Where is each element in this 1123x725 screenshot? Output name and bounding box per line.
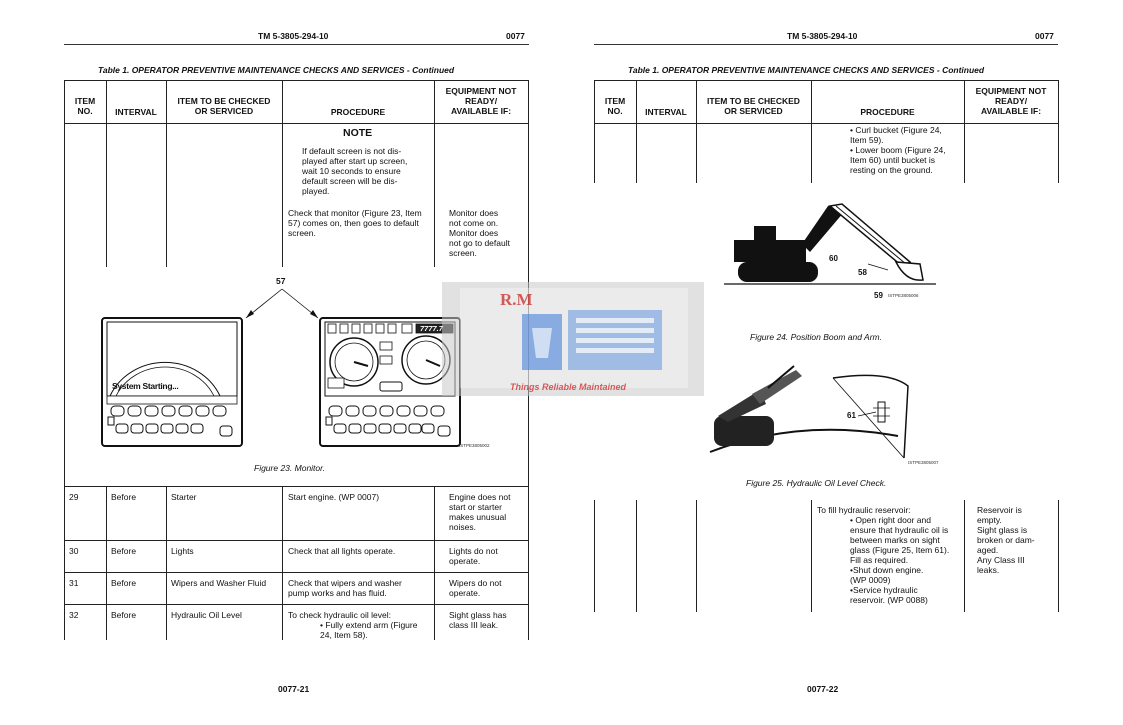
row-equipment: Wipers do not operate.	[449, 578, 502, 598]
note-title: NOTE	[343, 127, 373, 139]
left-footer-page: 0077-21	[278, 684, 310, 694]
right-header-rule	[594, 44, 1058, 45]
row-equipment: Engine does not start or starter makes u…	[449, 492, 511, 532]
left-header-rule	[64, 44, 529, 45]
right-header-tm: TM 5-3805-294-10	[787, 31, 858, 41]
watermark-initials: R.M	[500, 290, 533, 309]
screen-system-starting: System Starting...	[112, 381, 179, 391]
row-equipment: Sight glass has class III leak.	[449, 610, 507, 630]
fill-procedure-intro: To fill hydraulic reservoir:	[817, 505, 911, 515]
row-interval: Before	[111, 492, 137, 502]
monitor-equipment: Monitor does not come on. Monitor does n…	[449, 208, 510, 258]
row-no: 29	[69, 492, 79, 502]
left-header-wp: 0077	[506, 31, 525, 41]
left-table-title: Table 1. OPERATOR PREVENTIVE MAINTENANCE…	[98, 65, 455, 75]
figure-24-excavator	[724, 203, 936, 285]
fill-procedure-steps: • Open right door and ensure that hydrau…	[850, 515, 950, 605]
right-header-wp: 0077	[1035, 31, 1054, 41]
row-procedure: Start engine. (WP 0007)	[288, 492, 380, 502]
screen-readout: 7777.7	[420, 324, 443, 333]
col-procedure: PROCEDURE	[860, 107, 915, 117]
row-procedure: Check that all lights operate.	[288, 546, 396, 556]
fig24-caption: Figure 24. Position Boom and Arm.	[750, 332, 882, 342]
fig23-caption: Figure 23. Monitor.	[254, 463, 326, 473]
right-table-title: Table 1. OPERATOR PREVENTIVE MAINTENANCE…	[628, 65, 985, 75]
fig23-code: ISTPE3805002	[459, 443, 490, 448]
col-equipment: EQUIPMENT NOT READY/ AVAILABLE IF:	[975, 86, 1047, 116]
row-interval: Before	[111, 546, 137, 556]
row-equipment: Lights do not operate.	[449, 546, 498, 566]
row-item: Wipers and Washer Fluid	[171, 578, 267, 588]
row-procedure-bullet: • Fully extend arm (Figure 24, Item 58).	[320, 620, 418, 640]
col-procedure: PROCEDURE	[330, 107, 386, 117]
col-interval: INTERVAL	[645, 107, 687, 117]
note-text: If default screen is not dis- played aft…	[302, 146, 408, 196]
figure-25-hydraulic-check	[709, 365, 909, 459]
col-item-no: ITEM NO.	[604, 96, 626, 116]
row-procedure: To check hydraulic oil level:	[288, 610, 391, 620]
row-item: Hydraulic Oil Level	[171, 610, 242, 620]
fig24-callout-60: 60	[829, 254, 838, 263]
fig23-callout-57: 57	[276, 276, 286, 286]
col-equipment: EQUIPMENT NOT READY/ AVAILABLE IF:	[445, 86, 517, 116]
fig24-callout-58: 58	[858, 268, 867, 277]
watermark-logo-icon	[522, 310, 662, 370]
row-no: 31	[69, 578, 79, 588]
col-item-checked: ITEM TO BE CHECKED OR SERVICED	[707, 96, 800, 116]
fig24-callout-59: 59	[874, 291, 883, 300]
right-footer-page: 0077-22	[807, 684, 839, 694]
left-header-tm: TM 5-3805-294-10	[258, 31, 329, 41]
fig25-caption: Figure 25. Hydraulic Oil Level Check.	[746, 478, 887, 488]
col-interval: INTERVAL	[115, 107, 157, 117]
monitor-procedure: Check that monitor (Figure 23, Item 57) …	[288, 208, 422, 238]
fig24-code: ISTPE3805006	[888, 293, 919, 298]
col-item-no: ITEM NO.	[74, 96, 96, 116]
row-item: Starter	[171, 492, 197, 502]
row-interval: Before	[111, 578, 137, 588]
fig25-code: ISTPE3805007	[908, 460, 939, 465]
col-item-checked: ITEM TO BE CHECKED OR SERVICED	[177, 96, 271, 116]
fill-equipment: Reservoir is empty. Sight glass is broke…	[977, 505, 1035, 575]
row-no: 32	[69, 610, 79, 620]
row-no: 30	[69, 546, 79, 556]
fig25-callout-61: 61	[847, 411, 856, 420]
watermark-tagline: Things Reliable Maintained	[510, 382, 627, 392]
row-procedure: Check that wipers and washer pump works …	[288, 578, 402, 598]
continued-procedure: • Curl bucket (Figure 24, Item 59). • Lo…	[850, 125, 946, 175]
row-item: Lights	[171, 546, 194, 556]
watermark-box: R.M Things Reliable Maintained	[442, 282, 704, 396]
figure-23-monitor	[101, 288, 461, 447]
row-interval: Before	[111, 610, 137, 620]
